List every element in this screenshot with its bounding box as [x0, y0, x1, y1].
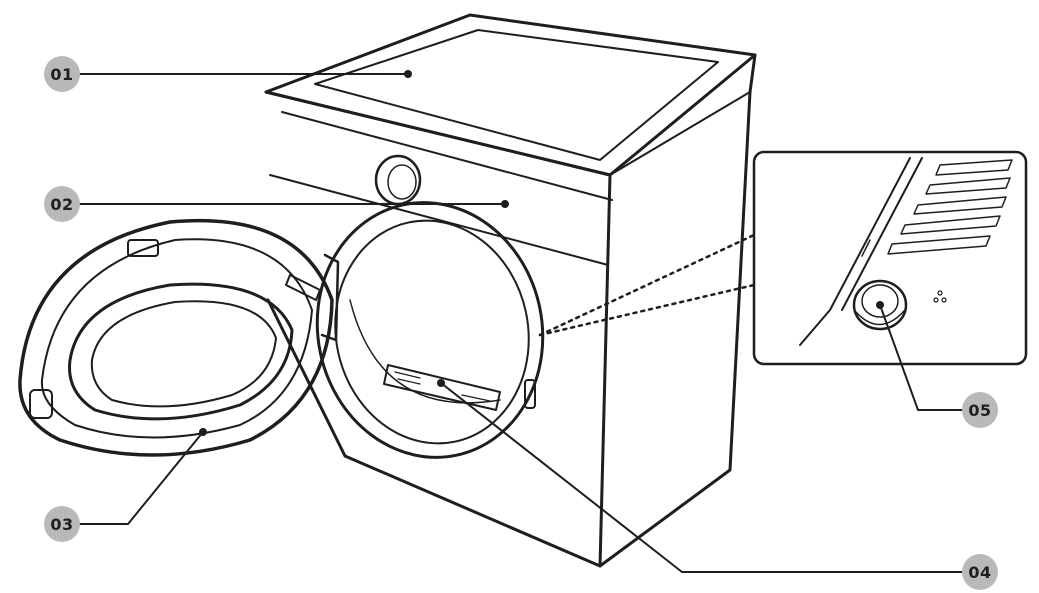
callout-05: 05	[962, 392, 998, 428]
dryer-cabinet	[264, 13, 757, 568]
callout-05-label: 05	[968, 400, 992, 420]
inset-connector	[538, 233, 756, 337]
leader-dot-01	[404, 70, 412, 78]
leader-dot-04	[437, 379, 445, 387]
callout-01: 01	[44, 56, 80, 92]
callout-04-label: 04	[968, 562, 992, 582]
leader-dot-05	[876, 301, 884, 309]
dryer-door	[18, 218, 334, 457]
callout-02-label: 02	[50, 194, 74, 214]
inset-detail	[752, 150, 1028, 366]
leader-line-05	[879, 304, 963, 411]
callout-03: 03	[44, 506, 80, 542]
callout-03-label: 03	[50, 514, 74, 534]
leader-dot-02	[501, 200, 509, 208]
leader-lines	[79, 70, 963, 573]
callout-04: 04	[962, 554, 998, 590]
callout-01-label: 01	[50, 64, 74, 84]
leader-line-04	[440, 382, 963, 573]
leader-dot-03	[199, 428, 207, 436]
leader-line-03	[79, 431, 204, 525]
callout-02: 02	[44, 186, 80, 222]
